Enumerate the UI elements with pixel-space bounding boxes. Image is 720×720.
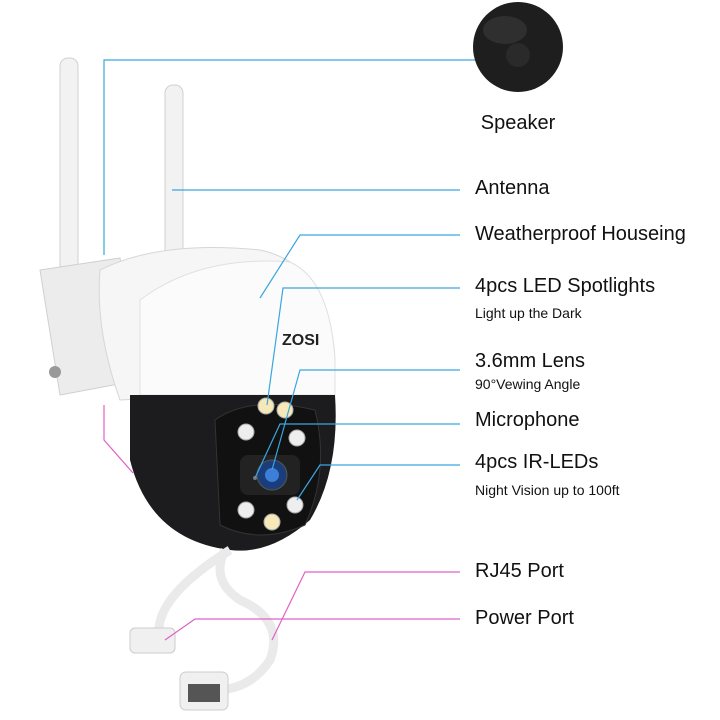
speaker-image xyxy=(473,2,563,92)
lens-label: 3.6mm Lens xyxy=(475,350,586,372)
callout-lines-pink xyxy=(103,405,460,641)
antenna-label: Antenna xyxy=(475,177,550,199)
microphone-label: Microphone xyxy=(475,409,580,431)
spotlights-subtitle: Light up the Dark xyxy=(475,305,582,321)
rj45-label: RJ45 Port xyxy=(475,560,564,582)
ir-led xyxy=(286,496,304,514)
speaker-label: Speaker xyxy=(480,112,556,134)
led-spotlight xyxy=(263,513,281,531)
cables-image xyxy=(129,546,279,711)
ir-led xyxy=(237,501,255,519)
brand-logo: ZOSI xyxy=(282,332,319,349)
callout-lines-blue xyxy=(103,59,475,501)
housing-label: Weatherproof Houseing xyxy=(475,223,686,245)
ir-leds-label: 4pcs IR-LEDs xyxy=(475,451,599,473)
lens-subtitle: 90°Vewing Angle xyxy=(475,376,581,392)
led-spotlight xyxy=(257,397,275,415)
led-spotlight xyxy=(276,401,294,419)
ir-led xyxy=(288,429,306,447)
housing-image: ZOSI xyxy=(39,247,336,401)
power-label: Power Port xyxy=(475,607,574,629)
spotlights-label: 4pcs LED Spotlights xyxy=(475,275,656,297)
camera-dome xyxy=(130,395,336,551)
ir-led xyxy=(237,423,255,441)
ir-leds-subtitle: Night Vision up to 100ft xyxy=(475,482,620,498)
